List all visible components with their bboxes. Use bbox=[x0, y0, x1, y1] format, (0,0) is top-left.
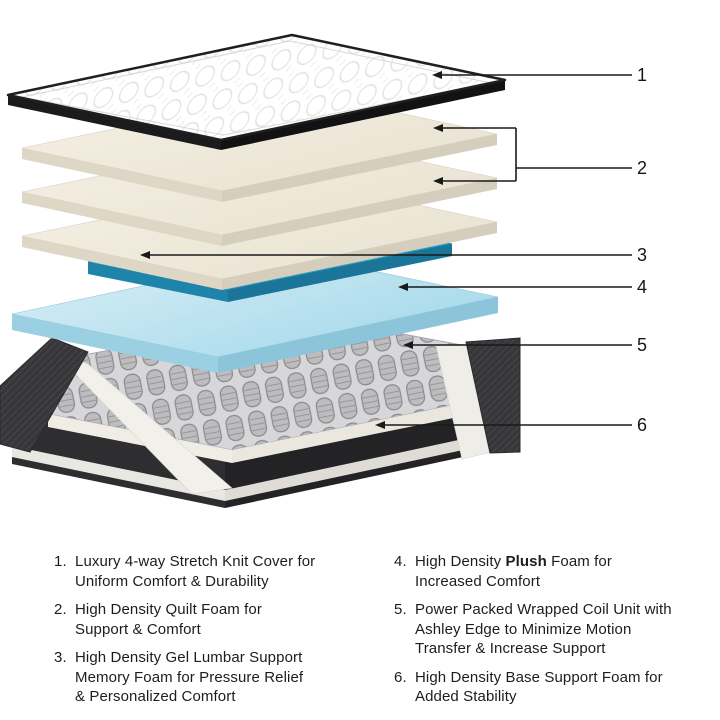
callout-number-5: 5 bbox=[637, 335, 648, 355]
legend-item-5-number: 5. bbox=[394, 601, 407, 618]
callout-number-2: 2 bbox=[637, 158, 648, 178]
legend: 1. Luxury 4-way Stretch Knit Cover for U… bbox=[0, 552, 720, 707]
legend-item-3: 3. High Density Gel Lumbar Support Memor… bbox=[54, 648, 366, 707]
legend-item-2-text: High Density Quilt Foam for Support & Co… bbox=[75, 601, 262, 638]
legend-item-5-text: Power Packed Wrapped Coil Unit with Ashl… bbox=[415, 601, 672, 657]
knit-cover-layer bbox=[6, 33, 507, 150]
legend-item-2: 2. High Density Quilt Foam for Support &… bbox=[54, 600, 366, 639]
legend-item-1-number: 1. bbox=[54, 553, 67, 570]
legend-item-1-text: Luxury 4-way Stretch Knit Cover for Unif… bbox=[75, 553, 316, 590]
callout-number-3: 3 bbox=[637, 245, 648, 265]
legend-item-4-number: 4. bbox=[394, 553, 407, 570]
callout-number-6: 6 bbox=[637, 415, 648, 435]
legend-item-2-number: 2. bbox=[54, 601, 67, 618]
callout-lines bbox=[149, 74, 632, 426]
legend-item-3-number: 3. bbox=[54, 649, 67, 666]
legend-item-4: 4. High Density Plush Foam for Increased… bbox=[394, 552, 694, 591]
callout-arrowheads bbox=[140, 71, 443, 429]
mattress-exploded-diagram bbox=[0, 33, 632, 508]
legend-item-1: 1. Luxury 4-way Stretch Knit Cover for U… bbox=[54, 552, 366, 591]
legend-column-right: 4. High Density Plush Foam for Increased… bbox=[394, 552, 694, 707]
legend-item-4-text: High Density Plush Foam for Increased Co… bbox=[415, 553, 612, 590]
callout-number-4: 4 bbox=[637, 277, 648, 297]
legend-column-left: 1. Luxury 4-way Stretch Knit Cover for U… bbox=[54, 552, 366, 707]
legend-item-5: 5. Power Packed Wrapped Coil Unit with A… bbox=[394, 600, 694, 659]
legend-item-6-text: High Density Base Support Foam for Added… bbox=[415, 668, 663, 706]
legend-item-6: 6. High Density Base Support Foam for Ad… bbox=[394, 668, 694, 707]
callout-number-1: 1 bbox=[637, 65, 648, 85]
legend-item-3-text: High Density Gel Lumbar Support Memory F… bbox=[75, 649, 304, 705]
legend-item-6-number: 6. bbox=[394, 668, 407, 686]
coil-unit-layer bbox=[0, 313, 521, 495]
